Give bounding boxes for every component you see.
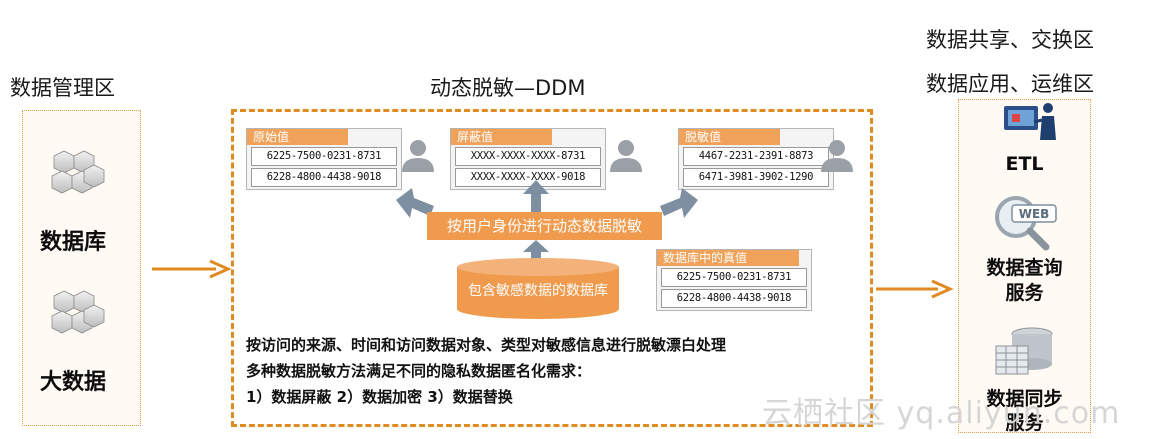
left-zone-title: 数据管理区 [10, 76, 115, 100]
data-sharing-zone [958, 99, 1091, 433]
user-icon [402, 140, 434, 172]
note-line-1: 按访问的来源、时间和访问数据对象、类型对敏感信息进行脱敏漂白处理 [246, 336, 727, 354]
web-search-icon: WEB [995, 196, 1057, 251]
card-value: 6225-7500-0231-8731 [251, 147, 397, 166]
card-value: 6228-4800-4438-9018 [661, 289, 807, 308]
note-line-3: 1）数据屏蔽 2）数据加密 3）数据替换 [246, 388, 513, 406]
card-value: 6471-3981-3902-1290 [683, 168, 829, 187]
watermark-text: 云栖社区 yq.aliyun.com [762, 396, 1121, 431]
card-value: XXXX-XXXX-XXXX-9018 [455, 168, 601, 187]
sensitive-database-label: 包含敏感数据的数据库 [468, 283, 608, 299]
card-value: 6225-7500-0231-8731 [661, 268, 807, 287]
card-value: 4467-2231-2391-8873 [683, 147, 829, 166]
server-db-icon [995, 327, 1053, 375]
dynamic-masking-rule-bar: 按用户身份进行动态数据脱敏 [427, 212, 662, 240]
svg-text:WEB: WEB [1019, 207, 1050, 221]
card-title: 脱敏值 [679, 129, 781, 145]
arrow-up-left-icon [396, 188, 434, 218]
flow-arrow-right [876, 279, 954, 299]
arrow-up-icon [523, 180, 549, 214]
cubes-icon [51, 290, 105, 334]
query-service-label-1: 数据查询 [986, 257, 1063, 279]
desensitized-value-card: 脱敏值 4467-2231-2391-8873 6471-3981-3902-1… [678, 128, 834, 190]
query-service-label-2: 服务 [1005, 282, 1044, 304]
arrow-up-icon [523, 240, 549, 270]
real-value-card: 数据库中的真值 6225-7500-0231-8731 6228-4800-44… [656, 249, 812, 311]
ddm-zone [231, 109, 873, 427]
original-value-card: 原始值 6225-7500-0231-8731 6228-4800-4438-9… [246, 128, 402, 190]
arrow-up-right-icon [660, 188, 698, 218]
card-title: 原始值 [247, 129, 349, 145]
card-value: XXXX-XXXX-XXXX-8731 [455, 147, 601, 166]
card-value: 6228-4800-4438-9018 [251, 168, 397, 187]
masked-value-card: 屏蔽值 XXXX-XXXX-XXXX-8731 XXXX-XXXX-XXXX-9… [450, 128, 606, 190]
note-line-2: 多种数据脱敏方法满足不同的隐私数据匿名化需求： [246, 362, 592, 380]
right-zone-title-2: 数据应用、运维区 [926, 72, 1094, 96]
right-zone-title-1: 数据共享、交换区 [926, 28, 1094, 52]
card-title: 数据库中的真值 [657, 250, 799, 266]
user-icon [610, 140, 642, 172]
flow-arrow-right [152, 259, 232, 279]
cubes-icon [51, 150, 105, 194]
sync-service-label-2: 服务 [1005, 412, 1044, 434]
database-label: 数据库 [40, 230, 107, 255]
sensitive-database-cylinder-icon [457, 258, 619, 319]
center-zone-title: 动态脱敏—DDM [430, 76, 586, 100]
etl-label: ETL [1005, 153, 1044, 175]
sync-service-label-1: 数据同步 [986, 388, 1063, 410]
bigdata-label: 大数据 [40, 370, 107, 395]
etl-operator-icon [1004, 103, 1056, 140]
user-icon [821, 140, 853, 172]
card-title: 屏蔽值 [451, 129, 553, 145]
